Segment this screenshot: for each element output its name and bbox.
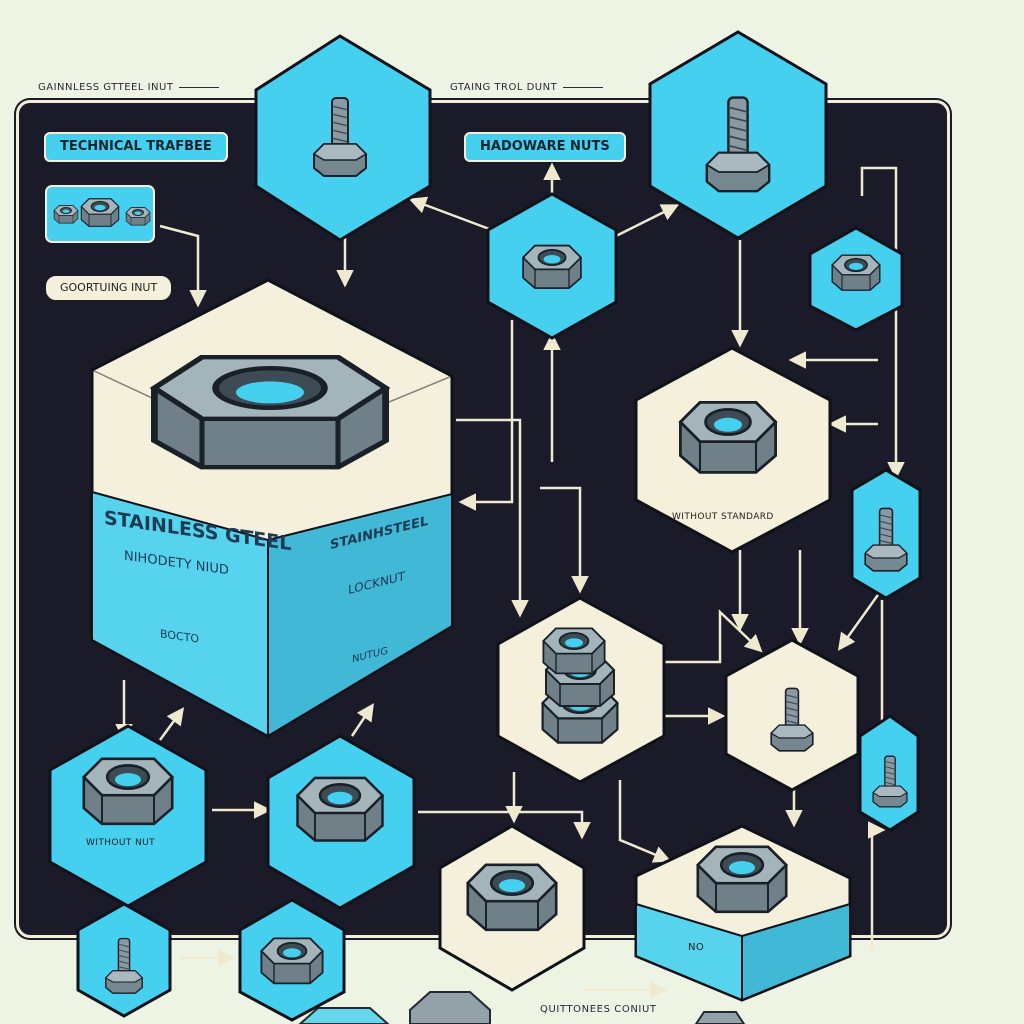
- hex-node-bolt-right-lower: [858, 714, 920, 832]
- nut-parts-tag: [45, 185, 155, 243]
- lower-nut-block: [634, 824, 852, 1002]
- hex-node-bolt-top-left: [254, 34, 432, 242]
- hex-node-bolt-top-right: [648, 30, 828, 240]
- bottom-partial-parts: [298, 991, 746, 1024]
- hex-node-stacked-nuts: [496, 596, 666, 784]
- top-left-label: GAINNLESS GTTEEL INUT: [38, 82, 219, 93]
- hex-node-nut-center: [486, 192, 618, 340]
- without-standard-label: WITHOUT STANDARD: [672, 512, 774, 522]
- main-nut-block: [90, 278, 454, 738]
- hex-node-without-nut: [48, 724, 208, 908]
- bottom-label: QUITTONEES CONIUT: [540, 1004, 657, 1015]
- hex-node-bolt-right-tall: [850, 468, 922, 600]
- hex-node-bolt-bottom-left: [76, 902, 172, 1018]
- hex-node-nut-lower-center: [266, 734, 416, 910]
- connector-arrows: [115, 162, 905, 999]
- hex-node-nut-right-small: [808, 226, 904, 332]
- coordinating-pill: GOORTUING INUT: [44, 274, 174, 302]
- technical-tag: TECHNICAL TRAFBEE: [44, 132, 228, 162]
- hex-node-bolt-mid: [724, 638, 860, 792]
- top-center-label: GTAING TROL DUNT: [450, 82, 603, 93]
- hex-node-without-standard: [634, 346, 832, 554]
- hex-node-nut-bottom: [438, 824, 586, 992]
- without-nut-label: WITHOUT NUT: [86, 838, 156, 848]
- lower-block-label: NO: [688, 942, 705, 953]
- hardware-nuts-tag: HADOWARE NUTS: [464, 132, 626, 162]
- hex-node-nut-bottom-small: [238, 898, 346, 1022]
